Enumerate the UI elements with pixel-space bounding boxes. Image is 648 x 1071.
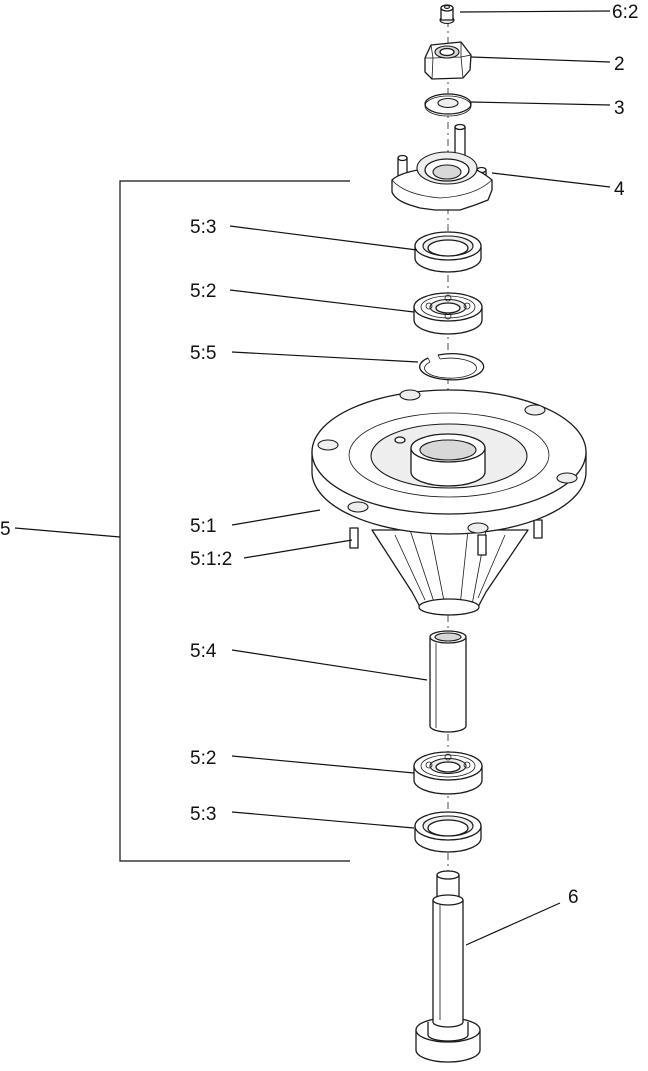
part-hex-nut	[424, 41, 472, 80]
part-bearing-cap	[391, 123, 493, 211]
part-washer	[424, 93, 472, 117]
callout-labels: 6:2 2 3 4 5:3 5:2 5:5 5 5:1 5:1:2 5:4 5:…	[0, 2, 638, 908]
part-seal-top	[414, 231, 482, 273]
callout-6-2: 6:2	[612, 2, 638, 23]
part-snap-ring	[419, 353, 485, 381]
callout-4: 4	[614, 179, 625, 200]
assembly-bracket	[14, 180, 350, 862]
callout-5-4: 5:4	[190, 641, 217, 662]
part-spindle-shaft	[415, 870, 481, 1063]
callout-5-1: 5:1	[190, 516, 216, 537]
part-spindle-housing	[311, 389, 587, 616]
callout-2: 2	[614, 54, 625, 75]
callout-5-1-2: 5:1:2	[190, 549, 232, 570]
part-grease-fitting	[439, 4, 455, 25]
callout-5-5: 5:5	[190, 343, 216, 364]
part-spacer-tube	[429, 630, 467, 733]
callout-6: 6	[568, 887, 579, 908]
part-bearing-bottom	[413, 751, 483, 795]
callout-3: 3	[614, 98, 625, 119]
callout-5-3-bottom: 5:3	[190, 804, 216, 825]
leader-lines	[229, 10, 611, 946]
part-seal-bottom	[414, 811, 482, 853]
part-bearing-top	[413, 292, 483, 335]
callout-5-2-top: 5:2	[190, 281, 216, 302]
callout-5-2-bottom: 5:2	[190, 748, 216, 769]
callout-5: 5	[0, 519, 11, 540]
callout-5-3-top: 5:3	[190, 217, 216, 238]
